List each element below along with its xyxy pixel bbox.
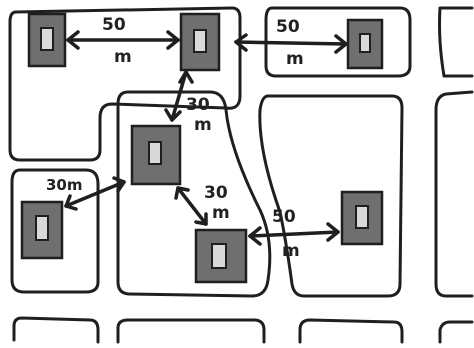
building-f [194,228,248,284]
block-center [116,90,272,298]
label-f-g-unit: m [282,241,300,261]
buildings [20,12,384,284]
arrow-b-d [164,70,194,122]
label-a-b-unit: m [114,47,132,67]
arrow-a-b [66,30,180,50]
arrow-d-f [174,186,208,226]
block-right [258,94,404,298]
label-d-f-value: 30 [204,183,228,203]
label-b-d-unit: m [194,115,212,135]
distance-labels: 50 m 50 m 30 m 30m 30 m 50 m [46,15,304,261]
arrow-d-e [64,176,126,211]
label-a-b-value: 50 [102,15,126,35]
building-b [179,12,221,72]
arrows [64,30,348,246]
label-d-e-value: 30m [46,176,83,194]
building-d [130,124,182,186]
building-g [340,190,384,246]
label-b-c-unit: m [286,49,304,69]
building-c [346,18,384,70]
block-outlines [8,6,474,344]
building-e [20,200,64,260]
arrow-f-g [248,222,340,246]
block-top-right [438,6,474,78]
block-bottom-4 [438,320,474,344]
label-b-d-value: 30 [186,95,210,115]
block-bottom-3 [298,318,404,344]
arrow-b-c [234,33,348,54]
label-b-c-value: 50 [276,17,300,37]
block-top-left [8,6,242,162]
block-bottom-2 [116,318,266,344]
label-d-f-unit: m [212,203,230,223]
block-top-middle [264,6,412,78]
block-far-right [434,90,474,298]
block-bottom-1 [12,316,100,344]
label-f-g-value: 50 [272,207,296,227]
block-left [10,168,100,294]
building-a [27,12,67,68]
